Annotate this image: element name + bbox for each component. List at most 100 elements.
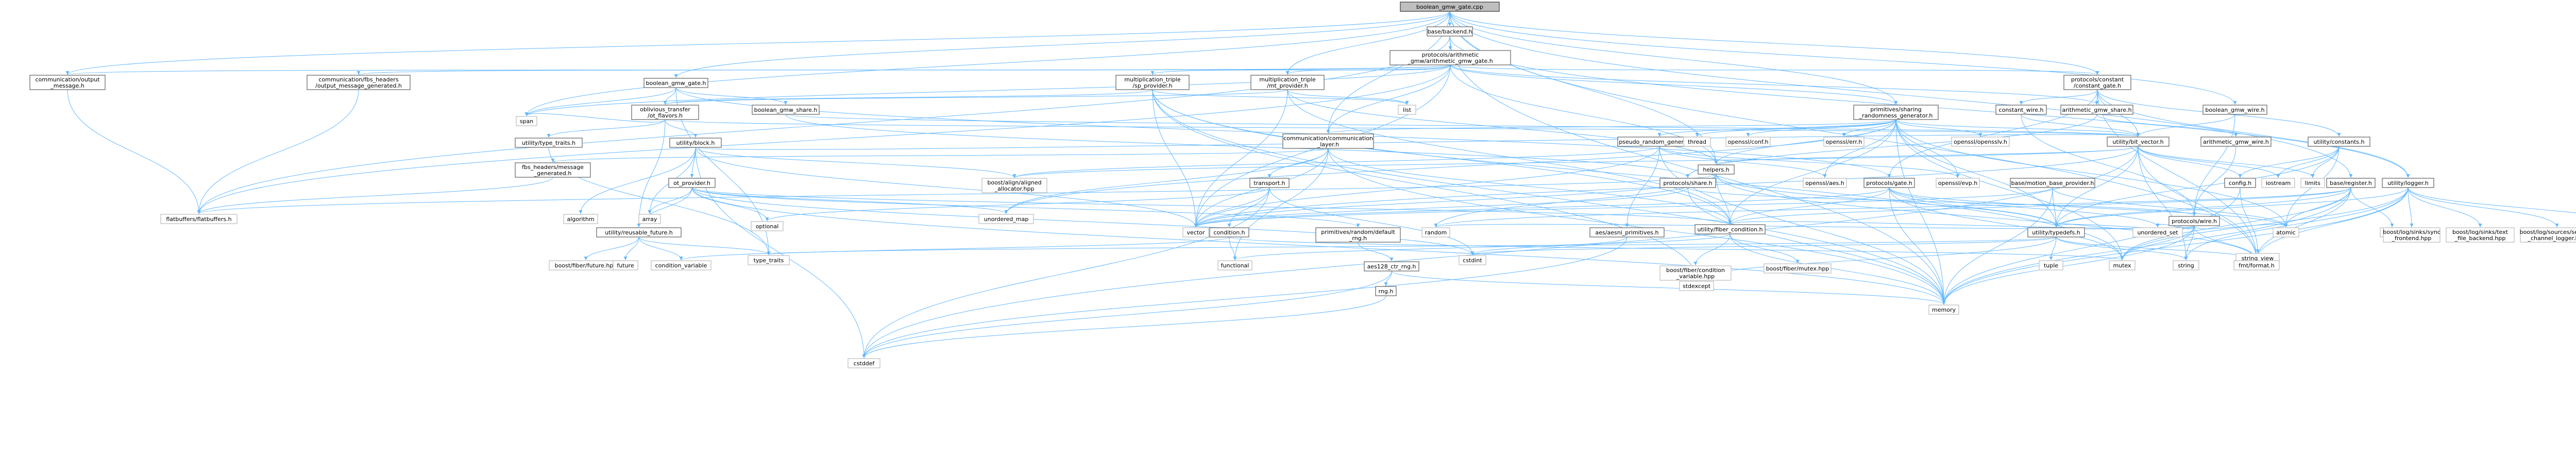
- edge-logger_h-to-boost_log_trivial: [2408, 187, 2576, 213]
- node-typedefs-h[interactable]: utility/typedefs.h: [2027, 227, 2085, 238]
- node-array: array: [638, 214, 661, 224]
- node-aes-primitives[interactable]: aes/aesni_primitives.h: [1589, 227, 1665, 238]
- node-box: [668, 178, 716, 188]
- node-label: condition.h: [1213, 229, 1245, 236]
- edge-arith_gate-to-comm_fbs: [357, 64, 1451, 75]
- node-bool-gate-h[interactable]: boolean_gmw_gate.h: [643, 78, 708, 88]
- edge-fiber_condition-to-boost_fiber_condition: [1693, 233, 1731, 266]
- node-helpers-h[interactable]: helpers.h: [1698, 164, 1735, 175]
- node-aes128-ctr[interactable]: aes128_ctr_rng.h: [1364, 261, 1419, 272]
- edge-root-to-helpers_h: [1449, 11, 1718, 165]
- node-box: [1249, 178, 1290, 188]
- node-label: unordered_set: [2137, 229, 2178, 236]
- node-type-traits-h[interactable]: utility/type_traits.h: [515, 138, 583, 148]
- node-prim-random-default[interactable]: primitives/random/default_rng.h: [1315, 227, 1401, 243]
- edge-base_register-to-fmt_format: [2255, 187, 2351, 261]
- edge-proto_share-to-vector: [1194, 187, 1688, 228]
- node-label: /mt_provider.h: [1267, 82, 1308, 89]
- node-fiber-condition[interactable]: utility/fiber_condition.h: [1694, 224, 1766, 234]
- node-boost-aligned: boost/align/aligned_allocator.hpp: [981, 178, 1047, 193]
- edge-bool_gate_h-to-span: [524, 87, 676, 116]
- edge-bool_gate_h-to-proto_gate: [675, 87, 1891, 178]
- node-arith-wire[interactable]: arithmetic_gmw_wire.h: [2200, 137, 2272, 147]
- node-label: boost/log/sources/severity: [2520, 229, 2576, 235]
- node-box: [1182, 227, 1209, 238]
- node-sp-provider[interactable]: multiplication_triple/sp_provider.h: [1115, 75, 1190, 90]
- node-box: [2224, 178, 2256, 188]
- node-box: [2107, 137, 2170, 147]
- node-stdexcept: stdexcept: [1679, 281, 1714, 291]
- node-ot-provider[interactable]: ot_provider.h: [668, 178, 716, 188]
- node-box: [669, 138, 722, 148]
- node-config-h[interactable]: config.h: [2224, 178, 2256, 188]
- edge-proto_gate-to-vector: [1194, 187, 1890, 228]
- node-bool-wire[interactable]: boolean_gmw_wire.h: [2202, 105, 2267, 115]
- node-label: stdexcept: [1683, 283, 1711, 290]
- node-proto-wire[interactable]: protocols/wire.h: [2168, 216, 2220, 226]
- node-unordered-map: unordered_map: [978, 214, 1034, 224]
- edge-root-to-const_gate: [1449, 11, 2099, 75]
- edge-helpers_h-to-flatbuffers: [197, 174, 1717, 214]
- node-block-h[interactable]: utility/block.h: [669, 138, 722, 148]
- node-comm-fbs[interactable]: communication/fbs_headers/output_message…: [307, 75, 411, 90]
- node-box: [563, 214, 598, 224]
- edge-block_h-to-cstddef: [695, 147, 866, 359]
- node-fmt-format: fmt/format.h: [2233, 260, 2280, 270]
- edge-primitives_sharing-to-mutex: [1895, 119, 2124, 261]
- node-root[interactable]: boolean_gmw_gate.cpp: [1400, 2, 1500, 12]
- edge-ot_provider-to-cstdint: [691, 187, 1475, 256]
- node-box: [2027, 227, 2085, 238]
- node-logger-h[interactable]: utility/logger.h: [2382, 178, 2434, 188]
- node-box: [752, 105, 820, 115]
- node-label: utility/typedefs.h: [2032, 229, 2080, 236]
- node-backend[interactable]: base/backend.h: [1427, 26, 1473, 37]
- node-box: [2273, 227, 2299, 238]
- node-proto-share[interactable]: protocols/share.h: [1659, 178, 1716, 188]
- node-boost-log-sinks: boost/log/sinks/sync_frontend.hpp: [2383, 227, 2441, 243]
- edge-logger_h-to-boost_log_severity: [2408, 187, 2559, 228]
- node-condition-h[interactable]: condition.h: [1209, 227, 1249, 238]
- node-label: /output_message_generated.h: [315, 82, 402, 89]
- node-const-gate[interactable]: protocols/constant/constant_gate.h: [2063, 75, 2131, 90]
- node-constants-h[interactable]: utility/constants.h: [2308, 137, 2370, 147]
- node-bit-vector[interactable]: utility/bit_vector.h: [2107, 137, 2170, 147]
- node-motion-base[interactable]: base/motion_base_provider.h: [2010, 178, 2095, 188]
- node-label: base/motion_base_provider.h: [2011, 180, 2094, 187]
- node-label: _layer.h: [1317, 141, 1340, 148]
- edge-mt_provider-to-list: [1287, 89, 1409, 105]
- edge-motion_base-to-typedefs_h: [2052, 187, 2058, 228]
- node-proto-gate[interactable]: protocols/gate.h: [1863, 178, 1915, 188]
- node-label: _frontend.hpp: [2392, 235, 2432, 242]
- node-reusable-future[interactable]: utility/reusable_future.h: [596, 227, 682, 238]
- node-label: _rng.h: [1349, 235, 1367, 242]
- edge-typedefs_h-to-string: [2056, 236, 2188, 261]
- edge-helpers_h-to-fmt_format: [1716, 174, 2259, 261]
- node-pseudo-rng[interactable]: pseudo_random_generator.h: [1617, 137, 1702, 147]
- node-thread: thread: [1683, 137, 1711, 147]
- node-box: [307, 75, 411, 90]
- node-box: [2382, 178, 2434, 188]
- node-comm-out[interactable]: communication/output_message.h: [29, 75, 106, 90]
- node-fbs-msg[interactable]: fbs_headers/message_generated.h: [515, 162, 591, 178]
- edge-bool_wire-to-bit_vector: [2136, 114, 2235, 137]
- node-label: aes/aesni_primitives.h: [1596, 229, 1659, 236]
- node-primitives-sharing[interactable]: primitives/sharing_randomness_generator.…: [1853, 105, 1939, 120]
- node-transport-h[interactable]: transport.h: [1249, 178, 1290, 188]
- node-arith-share[interactable]: arithmetic_gmw_share.h: [2060, 105, 2133, 115]
- node-base-register[interactable]: base/register.h: [2326, 178, 2376, 188]
- node-mt-provider[interactable]: multiplication_triple/mt_provider.h: [1250, 75, 1325, 90]
- edge-primitives_sharing-to-typedefs_h: [1895, 119, 2058, 228]
- node-box: [1375, 286, 1397, 296]
- node-box: [1250, 75, 1325, 90]
- node-arith-gate[interactable]: protocols/arithmetic_gmw/arithmetic_gmw_…: [1389, 50, 1511, 65]
- node-label: utility/block.h: [676, 140, 715, 146]
- node-label: base/backend.h: [1428, 28, 1472, 35]
- edge-comm_layer-to-unordered_map: [1004, 148, 1329, 214]
- node-label: openssl/conf.h: [1728, 139, 1769, 145]
- node-bool-share[interactable]: boolean_gmw_share.h: [752, 105, 820, 115]
- node-rng-h[interactable]: rng.h: [1375, 286, 1397, 296]
- node-const-wire[interactable]: constant_wire.h: [1995, 105, 2047, 115]
- node-comm-layer[interactable]: communication/communication_layer.h: [1282, 133, 1374, 149]
- node-ot-flavors[interactable]: oblivious_transfer/ot_flavors.h: [631, 105, 699, 120]
- node-box: [1115, 75, 1190, 90]
